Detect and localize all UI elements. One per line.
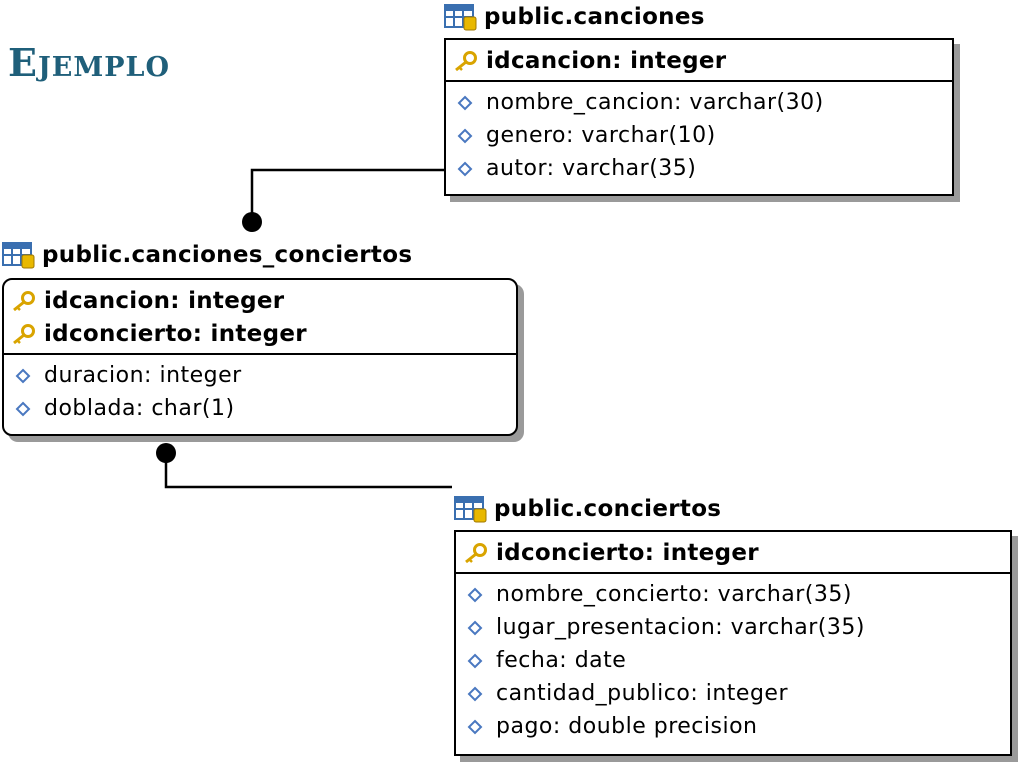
relation-canciones-conciertos-to-conciertos	[164, 455, 452, 489]
diamond-icon	[457, 95, 473, 110]
column-text: doblada: char(1)	[44, 396, 235, 421]
key-icon	[465, 542, 487, 563]
table-header: public.canciones_conciertos	[2, 240, 518, 270]
columns-section: nombre_concierto: varchar(35) lugar_pres…	[456, 574, 1010, 749]
slide-title: Ejemplo	[8, 40, 171, 85]
diamond-icon	[467, 620, 483, 635]
column-row[interactable]: cantidad_publico: integer	[456, 677, 1010, 710]
diamond-icon	[15, 368, 31, 383]
column-text: cantidad_publico: integer	[496, 681, 788, 706]
pk-column-text: idconcierto: integer	[496, 539, 759, 566]
pk-row[interactable]: idconcierto: integer	[4, 317, 516, 350]
key-icon	[13, 323, 35, 344]
column-row[interactable]: genero: varchar(10)	[446, 119, 952, 152]
diamond-icon	[467, 587, 483, 602]
column-row[interactable]: lugar_presentacion: varchar(35)	[456, 611, 1010, 644]
column-text: autor: varchar(35)	[486, 156, 697, 181]
columns-section: nombre_cancion: varchar(30) genero: varc…	[446, 82, 952, 191]
database-table-icon	[444, 4, 477, 31]
pk-row[interactable]: idcancion: integer	[446, 44, 952, 77]
table-box: idcancion: integer nombre_cancion: varch…	[444, 38, 954, 196]
diamond-icon	[467, 653, 483, 668]
column-row[interactable]: duracion: integer	[4, 359, 516, 392]
column-text: fecha: date	[496, 648, 627, 673]
column-text: duracion: integer	[44, 363, 242, 388]
key-icon	[13, 290, 35, 311]
table-name: public.canciones_conciertos	[42, 242, 413, 268]
diamond-icon	[467, 719, 483, 734]
database-table-icon	[454, 496, 487, 523]
table-canciones[interactable]: public.canciones idcancion: integer nomb…	[444, 2, 954, 196]
column-text: nombre_cancion: varchar(30)	[486, 90, 824, 115]
table-canciones-conciertos[interactable]: public.canciones_conciertos idcancion: i…	[2, 240, 518, 436]
column-text: nombre_concierto: varchar(35)	[496, 582, 852, 607]
pk-column-text: idcancion: integer	[44, 287, 285, 314]
column-text: pago: double precision	[496, 714, 758, 739]
table-header: public.conciertos	[454, 494, 1012, 524]
relation-end-dot-bottom	[156, 443, 176, 463]
column-row[interactable]: doblada: char(1)	[4, 392, 516, 425]
pk-row[interactable]: idcancion: integer	[4, 284, 516, 317]
column-row[interactable]: fecha: date	[456, 644, 1010, 677]
diamond-icon	[467, 686, 483, 701]
table-name: public.conciertos	[494, 496, 722, 522]
relation-end-dot-top	[242, 212, 262, 232]
column-text: genero: varchar(10)	[486, 123, 716, 148]
diamond-icon	[457, 128, 473, 143]
table-header: public.canciones	[444, 2, 954, 32]
column-text: lugar_presentacion: varchar(35)	[496, 615, 865, 640]
columns-section: duracion: integer doblada: char(1)	[4, 355, 516, 431]
table-name: public.canciones	[484, 4, 705, 30]
pk-column-text: idconcierto: integer	[44, 320, 307, 347]
column-row[interactable]: nombre_concierto: varchar(35)	[456, 578, 1010, 611]
pk-column-text: idcancion: integer	[486, 47, 727, 74]
table-conciertos[interactable]: public.conciertos idconcierto: integer n…	[454, 494, 1012, 756]
diamond-icon	[15, 401, 31, 416]
pk-row[interactable]: idconcierto: integer	[456, 536, 1010, 569]
column-row[interactable]: autor: varchar(35)	[446, 152, 952, 185]
primary-key-section: idcancion: integer idconcierto: integer	[4, 280, 516, 355]
table-box: idconcierto: integer nombre_concierto: v…	[454, 530, 1012, 756]
key-icon	[455, 50, 477, 71]
relation-canciones-to-canciones-conciertos	[250, 168, 444, 220]
primary-key-section: idconcierto: integer	[456, 532, 1010, 574]
database-table-icon	[2, 242, 35, 269]
column-row[interactable]: nombre_cancion: varchar(30)	[446, 86, 952, 119]
primary-key-section: idcancion: integer	[446, 40, 952, 82]
column-row[interactable]: pago: double precision	[456, 710, 1010, 743]
diamond-icon	[457, 161, 473, 176]
table-box: idcancion: integer idconcierto: integer …	[2, 278, 518, 436]
